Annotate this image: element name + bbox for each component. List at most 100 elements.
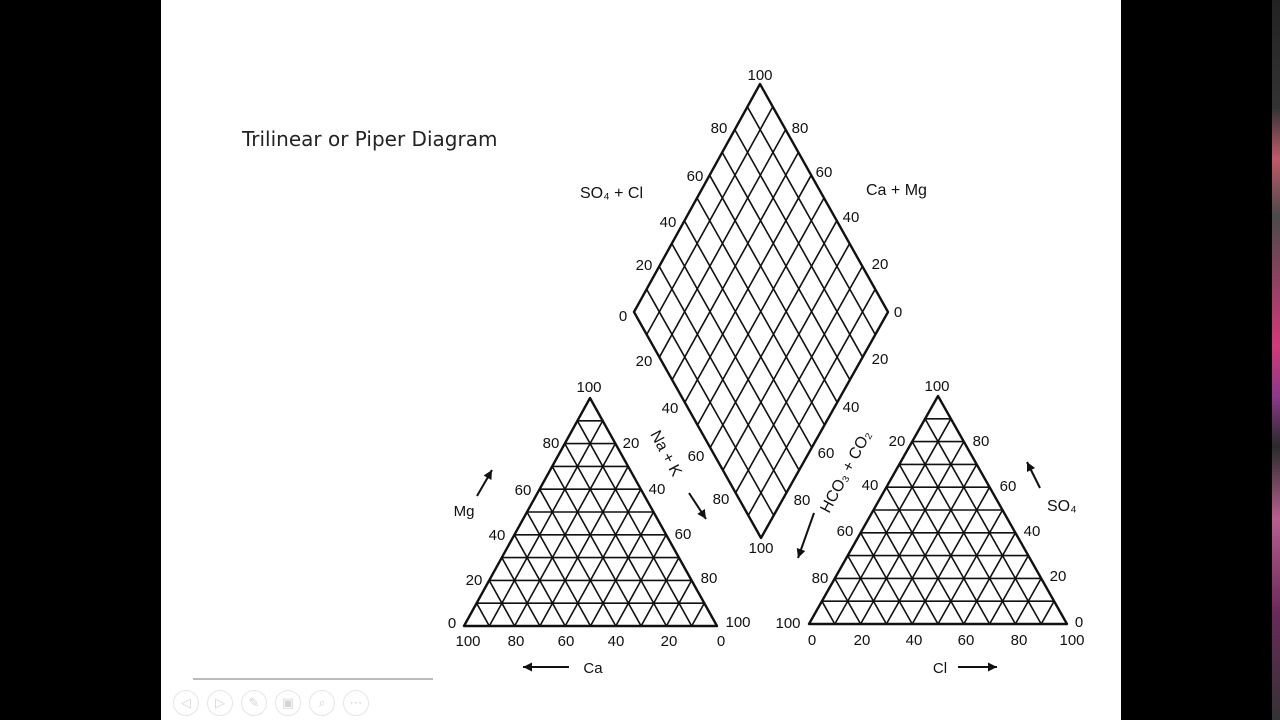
- previous-slide-icon[interactable]: ◁: [173, 690, 199, 716]
- diamond-left-upper-tick: 60: [687, 168, 704, 185]
- anion-bottom-tick: 80: [1011, 632, 1028, 649]
- cation-triangle-grid-line: [539, 466, 629, 627]
- diamond-left-upper-tick: 20: [636, 257, 653, 274]
- diamond-grid-line: [696, 197, 826, 426]
- cation-right-tick: 100: [725, 614, 750, 631]
- diamond-left-upper-tick: 40: [660, 214, 677, 231]
- diamond-right-upper-tick: 80: [792, 120, 809, 137]
- diamond-left-lower-tick: 80: [713, 491, 730, 508]
- axis-arrows: [476, 461, 1041, 672]
- anion-bottom-axis-name: Cl: [933, 660, 947, 677]
- diamond-left-upper-tick: 80: [711, 120, 728, 137]
- cation-bottom-tick: 0: [717, 633, 725, 650]
- diamond-grid-line: [645, 288, 775, 516]
- anion-triangle-grid-line: [872, 509, 939, 625]
- cation-apex-label: 100: [576, 379, 601, 396]
- diamond-left-lower-tick: 20: [636, 353, 653, 370]
- diamond-lower-right-axis-name: HCO₃ + CO₂: [818, 428, 876, 516]
- cation-triangle-grid-line: [551, 466, 642, 627]
- anion-triangle-grid-line: [834, 418, 952, 625]
- diamond-grid-line: [683, 220, 813, 448]
- anion-right-tick: 40: [1024, 523, 1041, 540]
- cation-left-tick: 60: [515, 482, 532, 499]
- diamond-right-upper-tick: 20: [872, 256, 889, 273]
- cation-right-tick: 40: [649, 481, 666, 498]
- mg-arrow-icon-head: [483, 470, 492, 481]
- diamond-left-axis-name: SO₄ + Cl: [580, 185, 643, 202]
- cation-bottom-tick: 60: [558, 633, 575, 650]
- anion-triangle-grid-line: [937, 509, 1004, 625]
- diamond-right-lower-tick: 40: [843, 399, 860, 416]
- cation-left-tick: 80: [543, 435, 560, 452]
- anion-triangle-grid-line: [859, 532, 913, 625]
- diamond-left-lower-tick: 40: [662, 400, 679, 417]
- slide-canvas: Trilinear or Piper Diagram 100 100 SO₄ +…: [161, 0, 1121, 720]
- anion-right-axis-name: SO₄: [1047, 498, 1077, 515]
- anion-triangle-grid-line: [885, 464, 978, 625]
- anion-right-tick: 60: [1000, 478, 1017, 495]
- hco3-arrow-icon-head: [796, 548, 806, 558]
- ca-arrow-icon-head: [523, 662, 532, 672]
- anion-triangle-grid-line: [924, 418, 1042, 625]
- anion-triangle-outline: [807, 394, 1069, 626]
- cation-triangle-grid-line: [538, 488, 617, 627]
- cation-bottom-axis-name: Ca: [583, 660, 603, 677]
- cation-triangle-grid-line: [488, 420, 604, 627]
- cation-triangle-grid-line: [488, 580, 516, 627]
- piper-diagram: 100 100 SO₄ + Cl Ca + Mg 80 60 40 20 0 8…: [448, 67, 1085, 677]
- anion-triangle-grid-line: [885, 486, 965, 625]
- cation-bottom-tick: 40: [608, 633, 625, 650]
- cation-bottom-tick: 100: [455, 633, 480, 650]
- diamond-left-lower-tick: 60: [688, 448, 705, 465]
- cation-triangle-grid-line: [690, 602, 706, 627]
- slide-progress-bar: [193, 678, 433, 680]
- cation-triangle-grid-line: [640, 557, 680, 627]
- cation-left-tick: 40: [489, 527, 506, 544]
- slideshow-controls: ◁ ▷ ✎ ▣ ⌕ ⋯: [173, 690, 369, 716]
- cation-triangle-grid-line: [564, 443, 668, 627]
- cation-right-tick: 20: [623, 435, 640, 452]
- see-all-slides-icon[interactable]: ▣: [275, 690, 301, 716]
- cation-triangle-grid-line: [513, 534, 566, 627]
- anion-apex-label: 100: [924, 378, 949, 395]
- cation-right-tick: 60: [675, 526, 692, 543]
- diamond-outline: [632, 82, 890, 540]
- anion-triangle-grid-line: [898, 464, 991, 625]
- diamond-grid-line: [709, 220, 838, 448]
- anion-triangle-grid-line: [988, 555, 1029, 625]
- slide-title: Trilinear or Piper Diagram: [242, 127, 498, 151]
- anion-left-tick: 80: [812, 570, 829, 587]
- diamond-top-label: 100: [747, 67, 772, 84]
- diamond-grid-line: [658, 266, 788, 494]
- pen-icon[interactable]: ✎: [241, 690, 267, 716]
- anion-bottom-tick: 100: [1059, 632, 1084, 649]
- anion-right-tick: 0: [1075, 614, 1083, 631]
- cation-bottom-tick: 80: [508, 633, 525, 650]
- zoom-icon[interactable]: ⌕: [309, 690, 335, 716]
- anion-bottom-tick: 0: [808, 632, 816, 649]
- diamond-grid-line: [747, 288, 876, 516]
- next-slide-icon[interactable]: ▷: [207, 690, 233, 716]
- anion-left-tick: 40: [862, 477, 879, 494]
- anion-right-tick: 20: [1050, 568, 1067, 585]
- cation-left-axis-name: Mg: [454, 503, 475, 520]
- anion-triangle-grid-line: [834, 578, 862, 625]
- so4-arrow-icon-head: [1027, 462, 1036, 473]
- cation-triangle-grid-line: [589, 511, 655, 627]
- diamond-lower-left-axis-name: Na + K: [646, 428, 684, 480]
- anion-triangle-grid-line: [821, 600, 836, 625]
- anion-left-tick: 100: [775, 615, 800, 632]
- diamond-right-lower-tick: 60: [818, 445, 835, 462]
- cation-left-tick: 20: [466, 572, 483, 589]
- cation-triangle-grid-line: [475, 602, 490, 627]
- cation-bottom-tick: 20: [661, 633, 678, 650]
- more-options-icon[interactable]: ⋯: [343, 690, 369, 716]
- anion-right-tick: 80: [973, 433, 990, 450]
- na-k-arrow-icon-head: [697, 509, 706, 519]
- anion-triangle-grid-line: [847, 555, 888, 625]
- anion-bottom-tick: 40: [906, 632, 923, 649]
- anion-bottom-tick: 60: [958, 632, 975, 649]
- anion-left-tick: 60: [837, 523, 854, 540]
- diagram-grid: [475, 106, 1055, 627]
- diamond-grid-line: [671, 243, 800, 471]
